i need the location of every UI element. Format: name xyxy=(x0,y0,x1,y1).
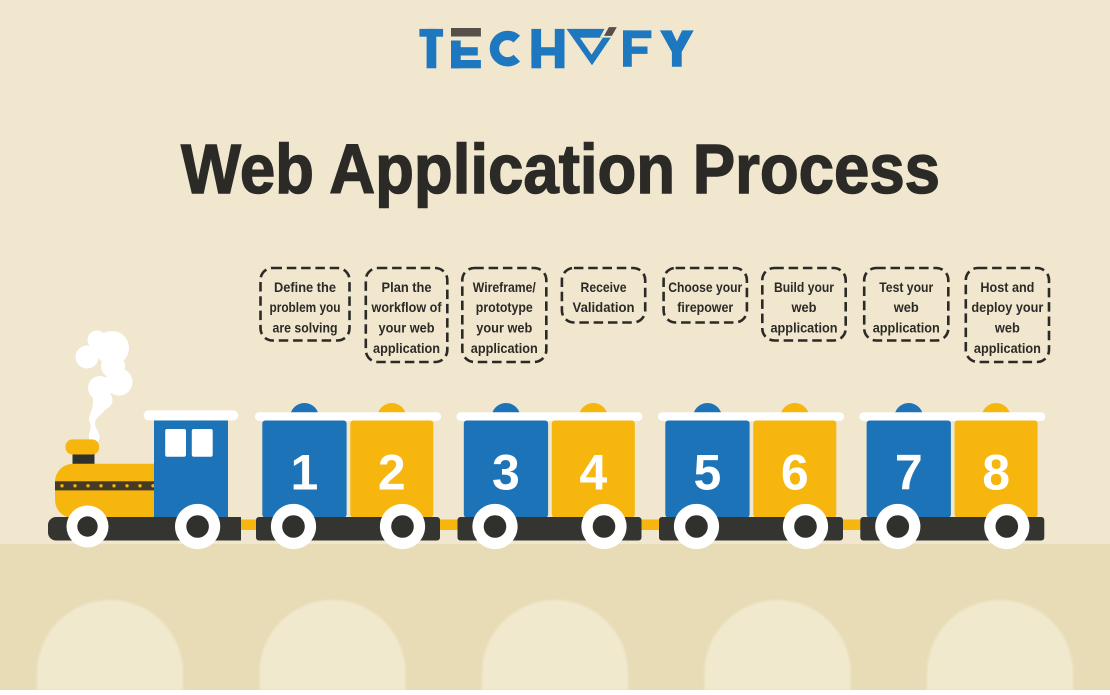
svg-text:5: 5 xyxy=(694,445,722,501)
svg-text:prototype: prototype xyxy=(476,299,533,315)
svg-text:web: web xyxy=(994,320,1020,336)
svg-text:Define the: Define the xyxy=(274,279,336,295)
svg-text:application: application xyxy=(974,340,1041,356)
svg-text:problem you: problem you xyxy=(270,299,341,315)
svg-text:Wireframe/: Wireframe/ xyxy=(473,279,536,295)
svg-text:Host and: Host and xyxy=(980,279,1034,295)
svg-text:Test your: Test your xyxy=(879,279,933,295)
svg-text:firepower: firepower xyxy=(677,299,733,315)
svg-text:1: 1 xyxy=(291,445,319,501)
svg-text:Receive: Receive xyxy=(581,279,627,295)
svg-text:application: application xyxy=(471,340,538,356)
svg-text:Choose your: Choose your xyxy=(668,279,742,295)
svg-text:7: 7 xyxy=(895,445,923,501)
svg-text:Validation: Validation xyxy=(573,299,635,315)
svg-text:2: 2 xyxy=(378,445,406,501)
svg-text:application: application xyxy=(873,320,940,336)
svg-text:4: 4 xyxy=(579,445,607,501)
svg-text:your web: your web xyxy=(379,320,435,336)
svg-text:your web: your web xyxy=(476,320,532,336)
svg-text:web: web xyxy=(791,299,817,315)
svg-text:workflow of: workflow of xyxy=(371,299,442,315)
svg-text:application: application xyxy=(771,320,838,336)
svg-text:web: web xyxy=(893,299,919,315)
svg-text:are solving: are solving xyxy=(273,320,338,336)
svg-text:application: application xyxy=(373,340,440,356)
svg-text:deploy your: deploy your xyxy=(971,299,1043,315)
svg-text:3: 3 xyxy=(492,445,520,501)
svg-text:Plan the: Plan the xyxy=(382,279,432,295)
svg-text:8: 8 xyxy=(982,445,1010,501)
svg-text:Web Application Process: Web Application Process xyxy=(181,130,940,208)
svg-text:Build your: Build your xyxy=(774,279,834,295)
svg-text:6: 6 xyxy=(781,445,809,501)
